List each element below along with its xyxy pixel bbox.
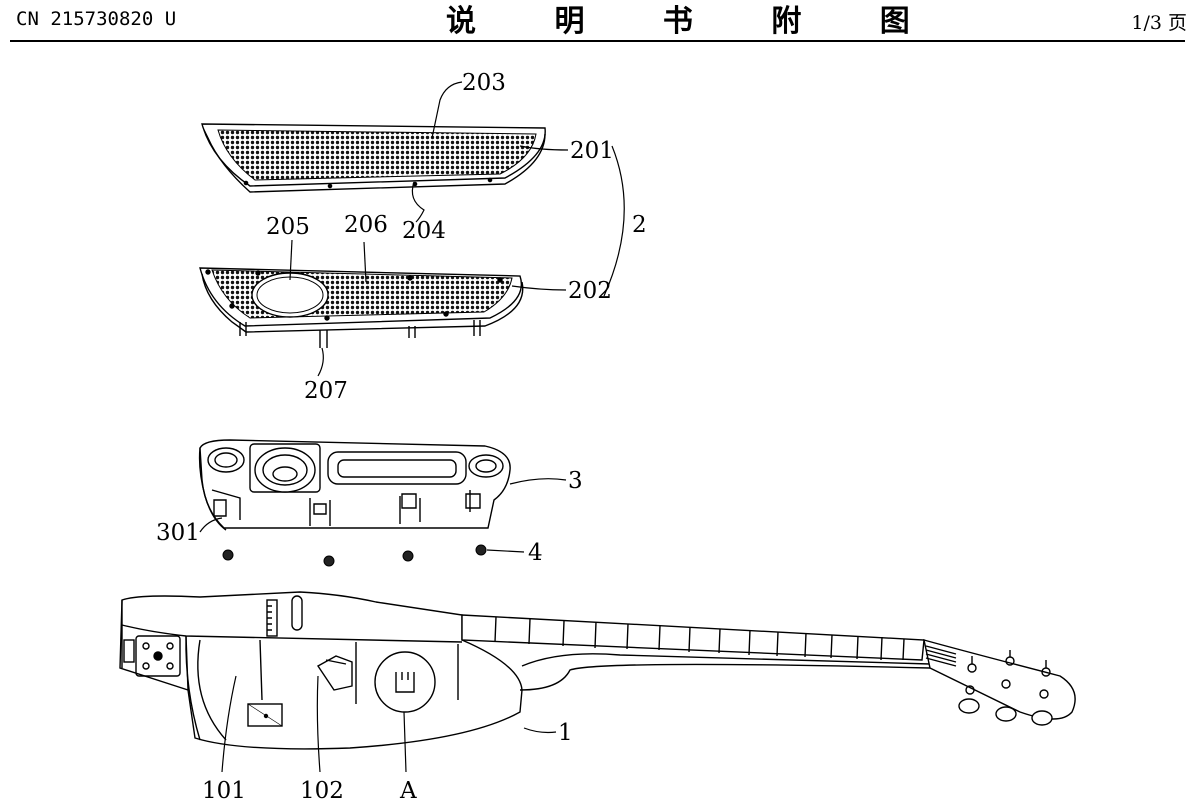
label-206: 206 bbox=[344, 212, 388, 238]
label-207: 207 bbox=[304, 378, 348, 404]
guitar-body bbox=[119, 591, 1076, 750]
label-102: 102 bbox=[300, 778, 344, 804]
label-205: 205 bbox=[266, 214, 310, 240]
speaker-housing bbox=[198, 439, 511, 531]
label-202: 202 bbox=[568, 278, 612, 304]
leader-lines bbox=[199, 81, 625, 773]
label-101: 101 bbox=[202, 778, 246, 804]
label-301: 301 bbox=[156, 520, 200, 546]
label-201: 201 bbox=[570, 138, 614, 164]
rubber-feet bbox=[222, 544, 487, 567]
lower-mesh-panel bbox=[199, 267, 524, 348]
header-rule bbox=[10, 40, 1185, 42]
label-3: 3 bbox=[568, 468, 583, 494]
reference-labels: 203 201 2 204 205 206 202 207 3 301 4 1 … bbox=[156, 70, 647, 804]
label-204: 204 bbox=[402, 218, 446, 244]
upper-mesh-cover bbox=[201, 123, 546, 193]
publication-number: CN 215730820 U bbox=[16, 8, 177, 30]
header-title: 说 明 书 附 图 bbox=[446, 4, 944, 39]
page-number: 1/3 页 bbox=[1131, 12, 1187, 34]
label-2: 2 bbox=[632, 212, 647, 238]
page-header: CN 215730820 U 说 明 书 附 图 1/3 页 bbox=[0, 0, 1201, 44]
label-203: 203 bbox=[462, 70, 506, 96]
label-4: 4 bbox=[528, 540, 543, 566]
label-1: 1 bbox=[558, 720, 573, 746]
label-a: A bbox=[399, 778, 417, 804]
